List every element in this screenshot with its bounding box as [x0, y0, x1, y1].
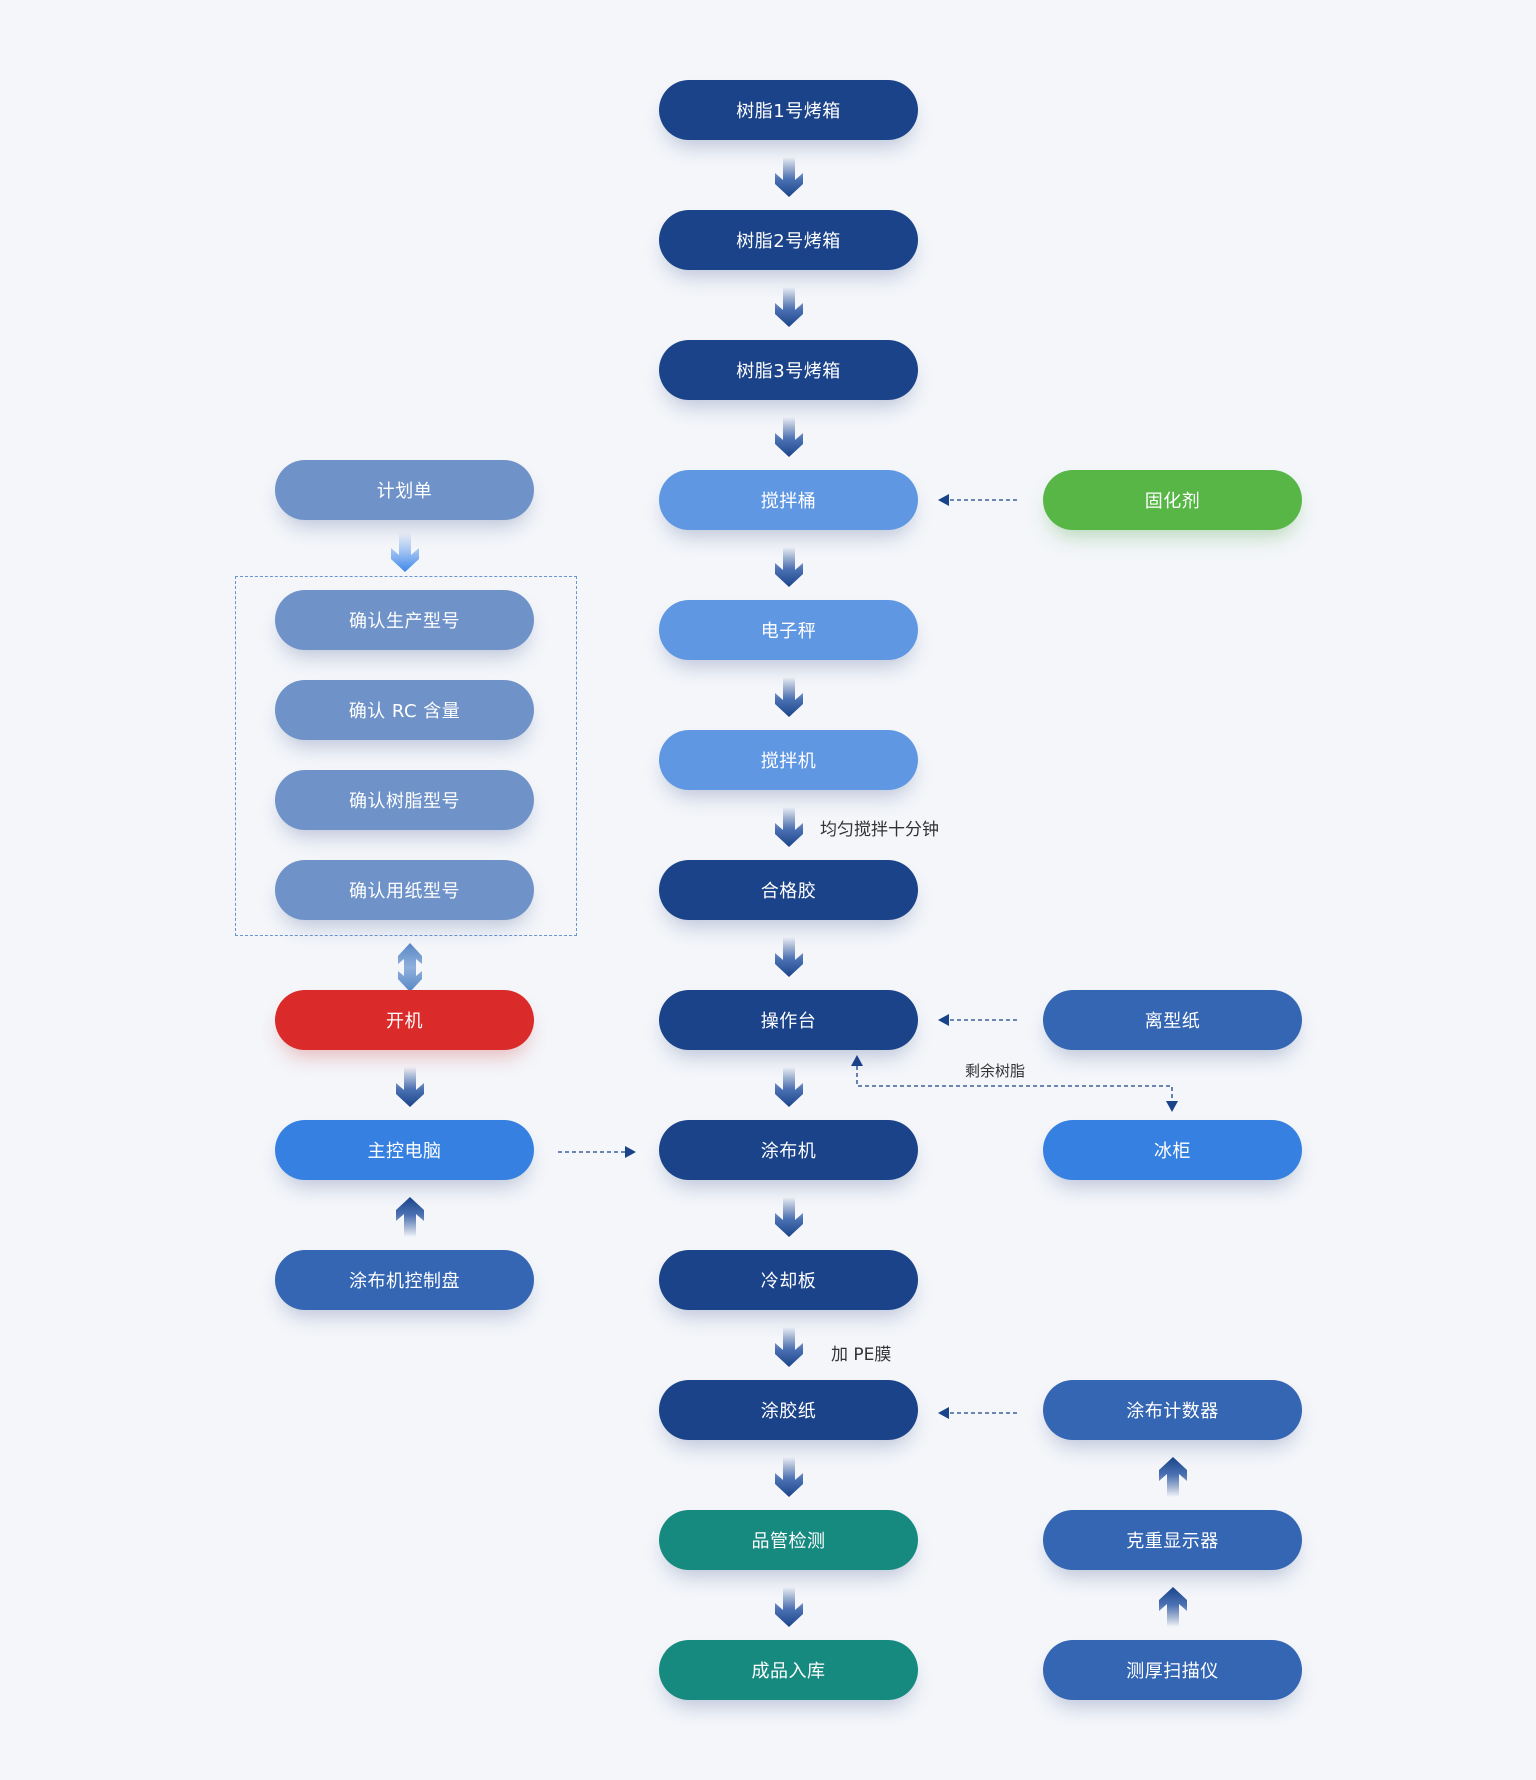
dashed-counter-to-coated	[938, 1407, 1017, 1419]
node-coater[interactable]: 涂布机	[659, 1120, 918, 1180]
node-confirm-rc[interactable]: 确认 RC 含量	[275, 680, 534, 740]
arrow-cooling-coated	[775, 1327, 803, 1367]
arrow-mixer-glue	[775, 807, 803, 847]
node-console[interactable]: 操作台	[659, 990, 918, 1050]
node-main-pc[interactable]: 主控电脑	[275, 1120, 534, 1180]
node-confirm-resin[interactable]: 确认树脂型号	[275, 770, 534, 830]
arrow-oven3-bucket	[775, 417, 803, 457]
node-oven-2[interactable]: 树脂2号烤箱	[659, 210, 918, 270]
arrow-coated-qc	[775, 1457, 803, 1497]
arrow-plan-confirm	[391, 532, 419, 572]
node-weight-display[interactable]: 克重显示器	[1043, 1510, 1302, 1570]
arrow-scale-mixer	[775, 677, 803, 717]
node-power-on[interactable]: 开机	[275, 990, 534, 1050]
node-electronic-scale[interactable]: 电子秤	[659, 600, 918, 660]
node-oven-3[interactable]: 树脂3号烤箱	[659, 340, 918, 400]
arrow-coater-cooling	[775, 1197, 803, 1237]
dashed-curing-to-bucket	[938, 494, 1017, 506]
arrow-qc-warehouse	[775, 1587, 803, 1627]
node-thickness-scanner[interactable]: 测厚扫描仪	[1043, 1640, 1302, 1700]
arrow-glue-console	[775, 937, 803, 977]
node-confirm-paper[interactable]: 确认用纸型号	[275, 860, 534, 920]
dashed-release-to-console	[938, 1014, 1017, 1026]
node-warehouse[interactable]: 成品入库	[659, 1640, 918, 1700]
dashed-mainpc-to-coater	[558, 1146, 636, 1158]
arrow-weight-counter	[1159, 1457, 1187, 1497]
double-arrow-group-poweron	[398, 943, 422, 992]
node-coating-counter[interactable]: 涂布计数器	[1043, 1380, 1302, 1440]
label-remaining-resin: 剩余树脂	[965, 1062, 1026, 1080]
node-oven-1[interactable]: 树脂1号烤箱	[659, 80, 918, 140]
label-mix-ten-minutes: 均匀搅拌十分钟	[820, 820, 939, 840]
node-plan[interactable]: 计划单	[275, 460, 534, 520]
node-freezer[interactable]: 冰柜	[1043, 1120, 1302, 1180]
node-control-panel[interactable]: 涂布机控制盘	[275, 1250, 534, 1310]
node-confirm-model[interactable]: 确认生产型号	[275, 590, 534, 650]
node-qc-inspection[interactable]: 品管检测	[659, 1510, 918, 1570]
node-curing-agent[interactable]: 固化剂	[1043, 470, 1302, 530]
node-release-paper[interactable]: 离型纸	[1043, 990, 1302, 1050]
confirmation-group-frame	[235, 576, 577, 936]
node-mixer[interactable]: 搅拌机	[659, 730, 918, 790]
node-coated-paper[interactable]: 涂胶纸	[659, 1380, 918, 1440]
node-qualified-glue[interactable]: 合格胶	[659, 860, 918, 920]
node-mixing-bucket[interactable]: 搅拌桶	[659, 470, 918, 530]
arrow-poweron-mainpc	[396, 1067, 424, 1107]
arrow-console-coater	[775, 1067, 803, 1107]
arrow-scanner-weight	[1159, 1587, 1187, 1627]
arrow-bucket-scale	[775, 547, 803, 587]
node-cooling-plate[interactable]: 冷却板	[659, 1250, 918, 1310]
label-add-pe-film: 加 PE膜	[831, 1345, 892, 1365]
arrow-oven1-oven2	[775, 157, 803, 197]
arrow-oven2-oven3	[775, 287, 803, 327]
arrow-panel-mainpc	[396, 1197, 424, 1237]
dashed-remaining-resin-loop	[851, 1055, 1178, 1112]
